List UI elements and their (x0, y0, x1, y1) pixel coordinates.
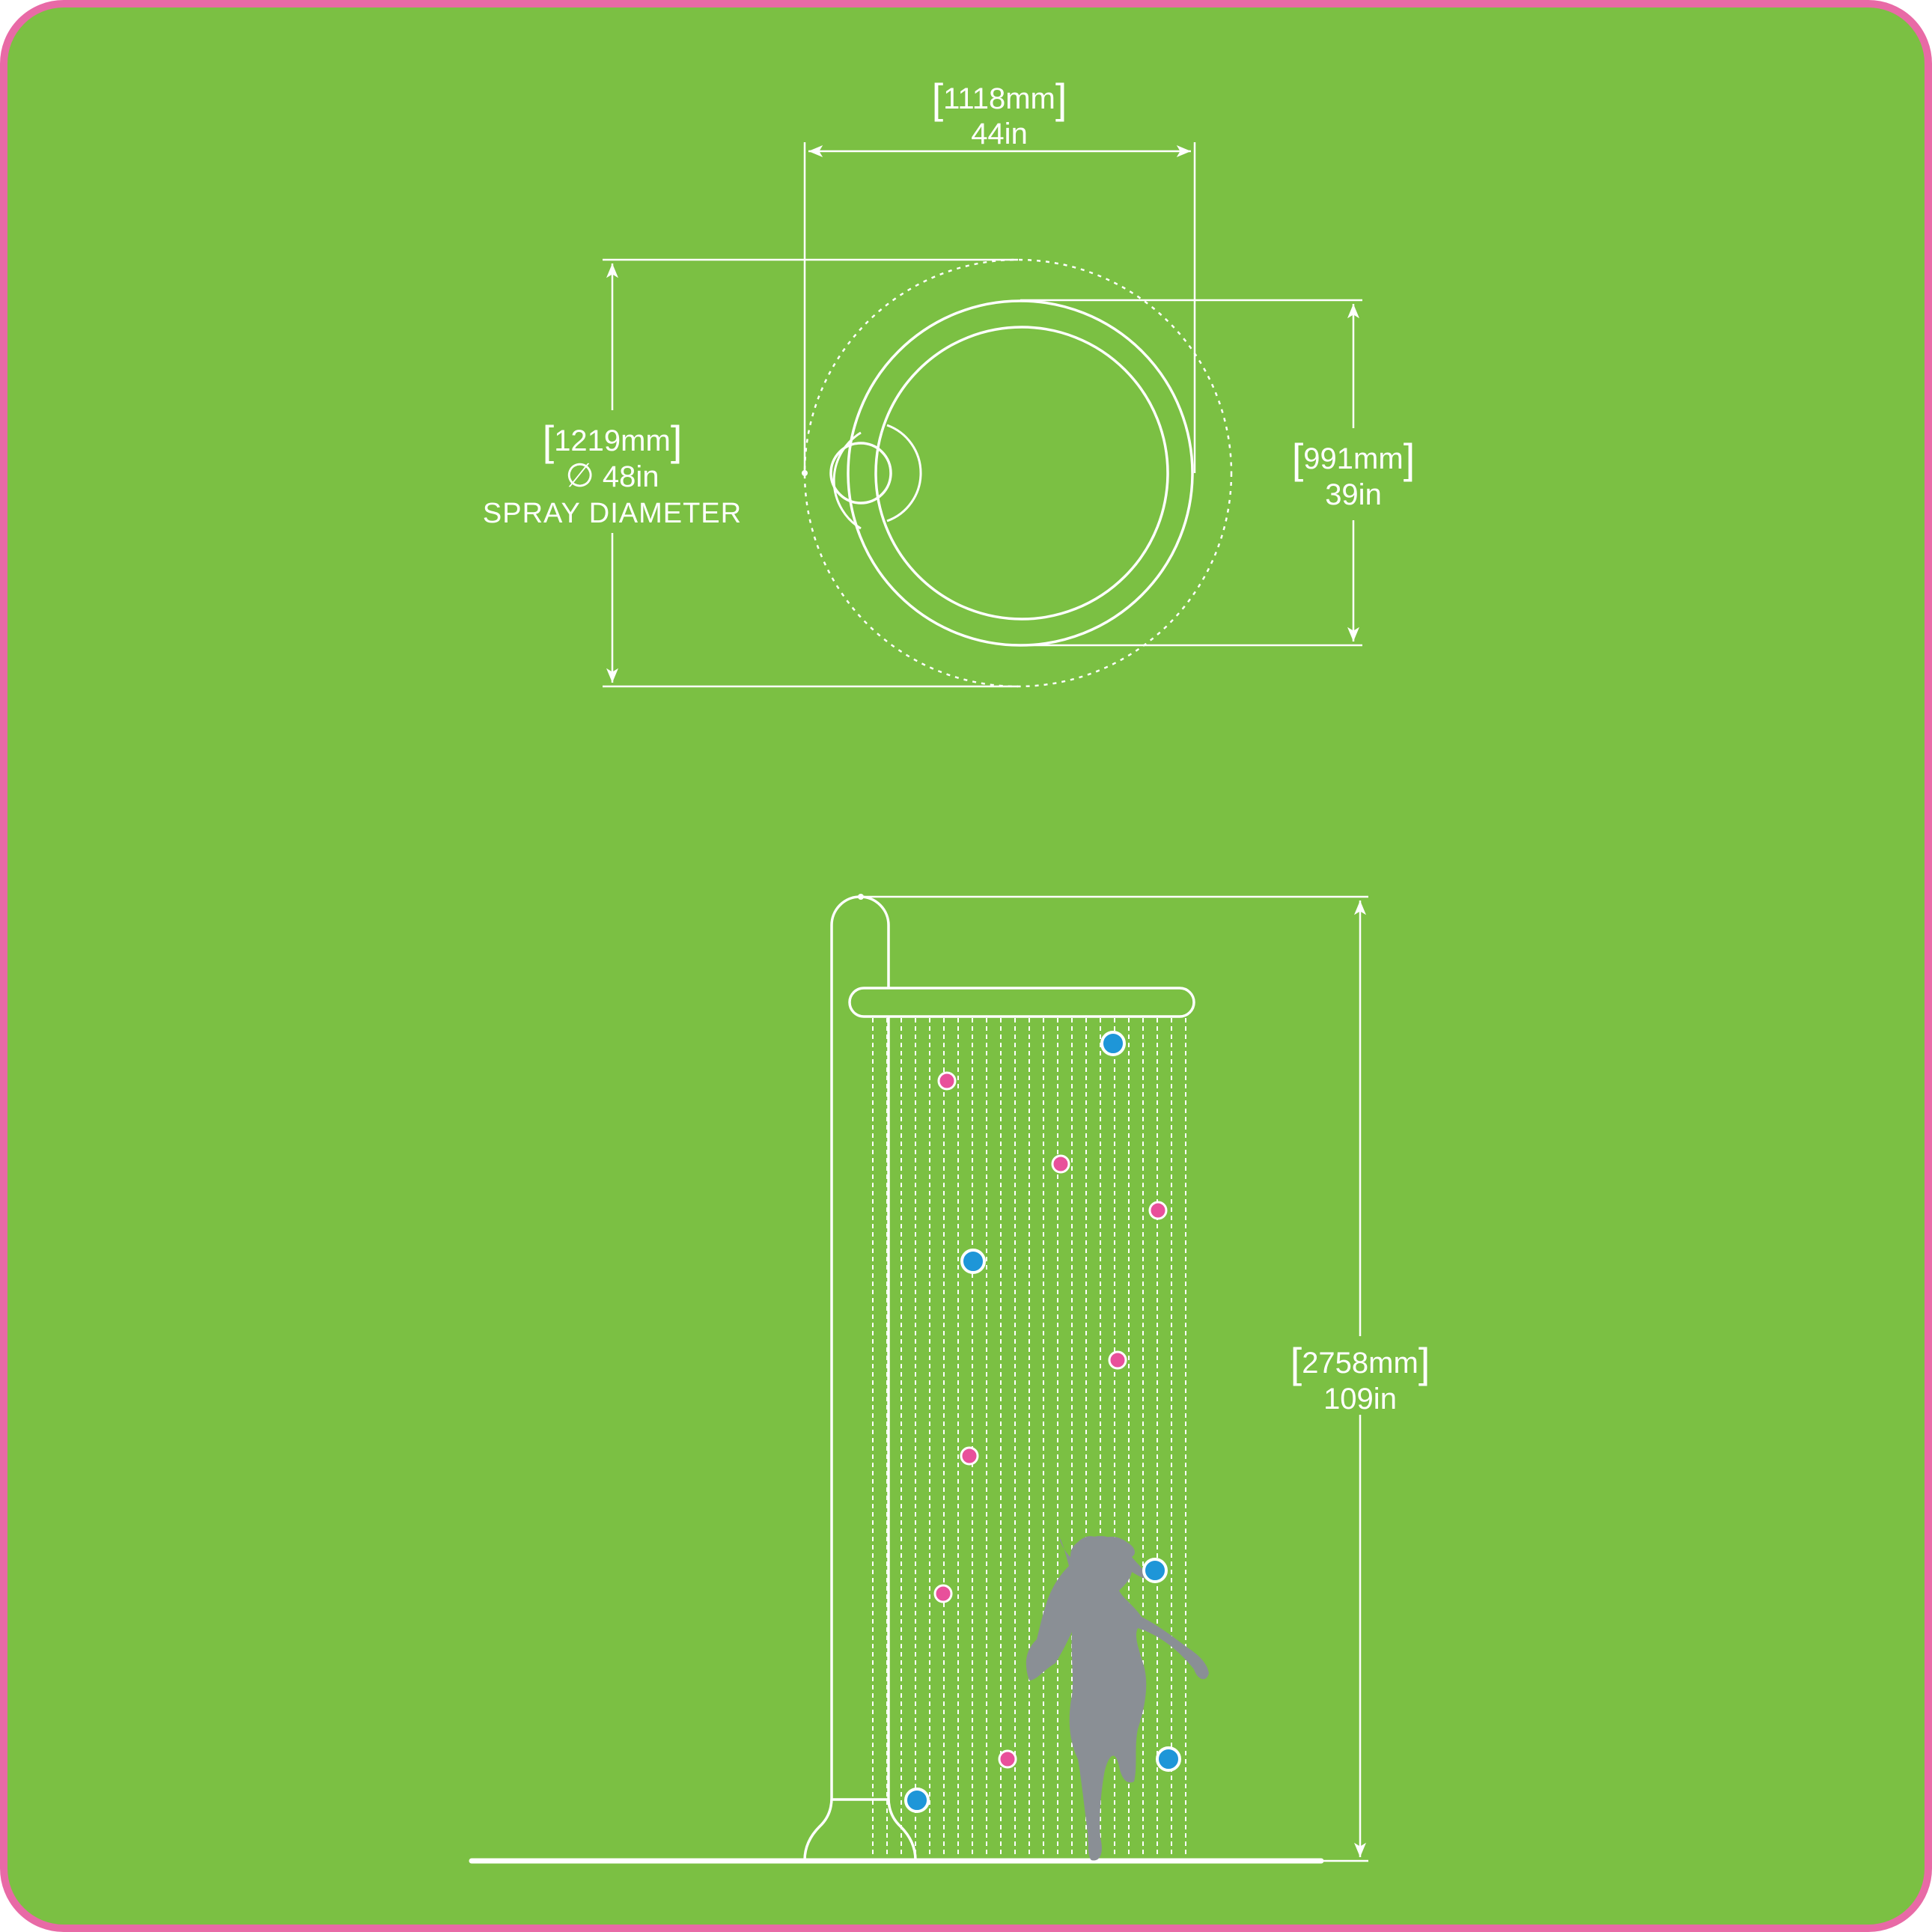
svg-text:[1219mm]: [1219mm] (543, 417, 683, 464)
droplet-pink (933, 1584, 953, 1603)
width-label: [1118mm] 44in (932, 75, 1067, 150)
height-metric: 2758mm (1302, 1347, 1418, 1380)
height-label: [2758mm] 109in (1290, 1339, 1430, 1416)
spray-imperial: 48in (603, 460, 659, 493)
droplet-pink (1148, 1201, 1168, 1220)
svg-text:[991mm]: [991mm] (1292, 435, 1416, 482)
height-imperial: 109in (1323, 1383, 1397, 1416)
droplet-pink (960, 1446, 979, 1466)
droplet-pink (1108, 1350, 1127, 1370)
droplet-blue (904, 1788, 930, 1813)
svg-text:[2758mm]: [2758mm] (1290, 1339, 1430, 1386)
svg-text:[1118mm]: [1118mm] (932, 75, 1067, 122)
droplets (904, 1031, 1181, 1813)
width-imperial: 44in (971, 118, 1028, 150)
spray-diameter-caption: SPRAY DIAMETER (483, 498, 742, 529)
top-view (603, 142, 1362, 688)
diameter-symbol: ∅ (565, 457, 594, 494)
droplet-blue (1100, 1031, 1126, 1056)
droplet-pink (937, 1071, 957, 1091)
ring-inner (874, 326, 1169, 621)
depth-label: [991mm] 39in (1292, 435, 1416, 511)
depth-imperial: 39in (1325, 478, 1382, 511)
depth-metric: 991mm (1303, 442, 1403, 475)
droplet-blue (960, 1249, 986, 1274)
width-metric: 1118mm (943, 82, 1055, 115)
droplet-pink (998, 1749, 1017, 1769)
post-base (803, 1797, 917, 1861)
base-plate (832, 431, 862, 530)
canopy-bar (848, 987, 1195, 1018)
droplet-pink (1051, 1154, 1070, 1174)
base-plate-right (886, 424, 922, 522)
droplet-blue (1156, 1746, 1181, 1772)
droplet-blue (1142, 1558, 1168, 1583)
spray-label: [1219mm] ∅ 48in SPRAY DIAMETER (483, 417, 742, 529)
svg-text:∅ 48in: ∅ 48in (565, 457, 659, 494)
child-silhouette-icon (1026, 1536, 1209, 1861)
post-top (829, 442, 892, 505)
spray-metric: 1219mm (554, 424, 671, 457)
